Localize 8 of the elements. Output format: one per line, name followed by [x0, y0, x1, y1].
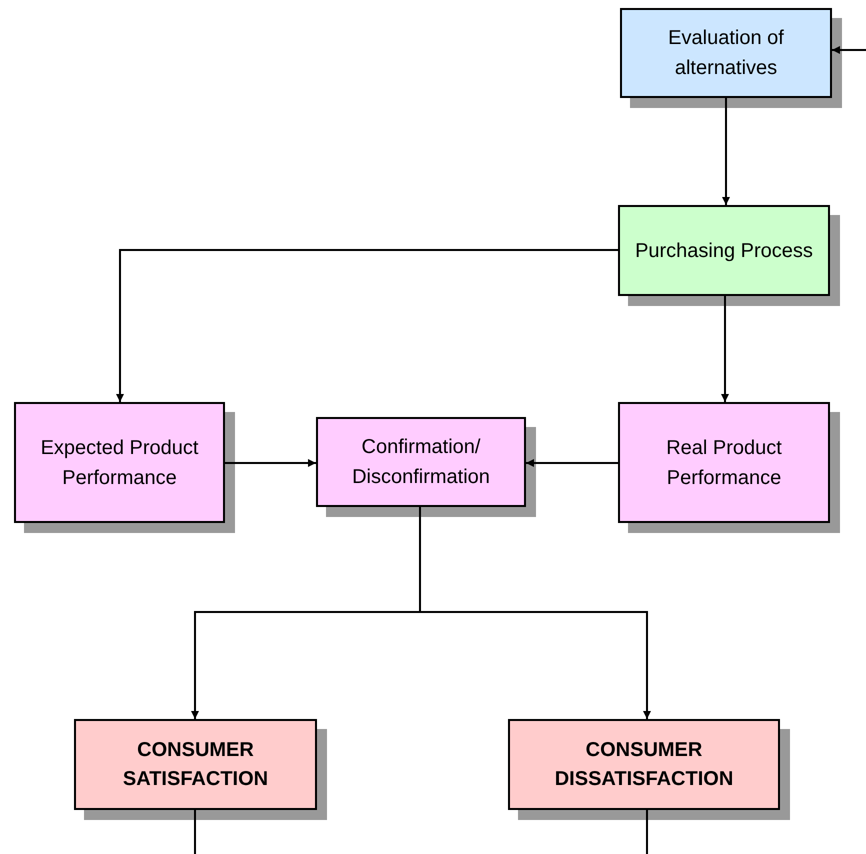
arrow: [721, 296, 729, 402]
arrow: [832, 46, 866, 54]
connector-line: [194, 810, 196, 854]
arrow: [526, 459, 618, 467]
arrow: [116, 249, 618, 402]
arrow: [722, 98, 730, 205]
connector-line: [646, 810, 648, 854]
arrow: [225, 459, 316, 467]
